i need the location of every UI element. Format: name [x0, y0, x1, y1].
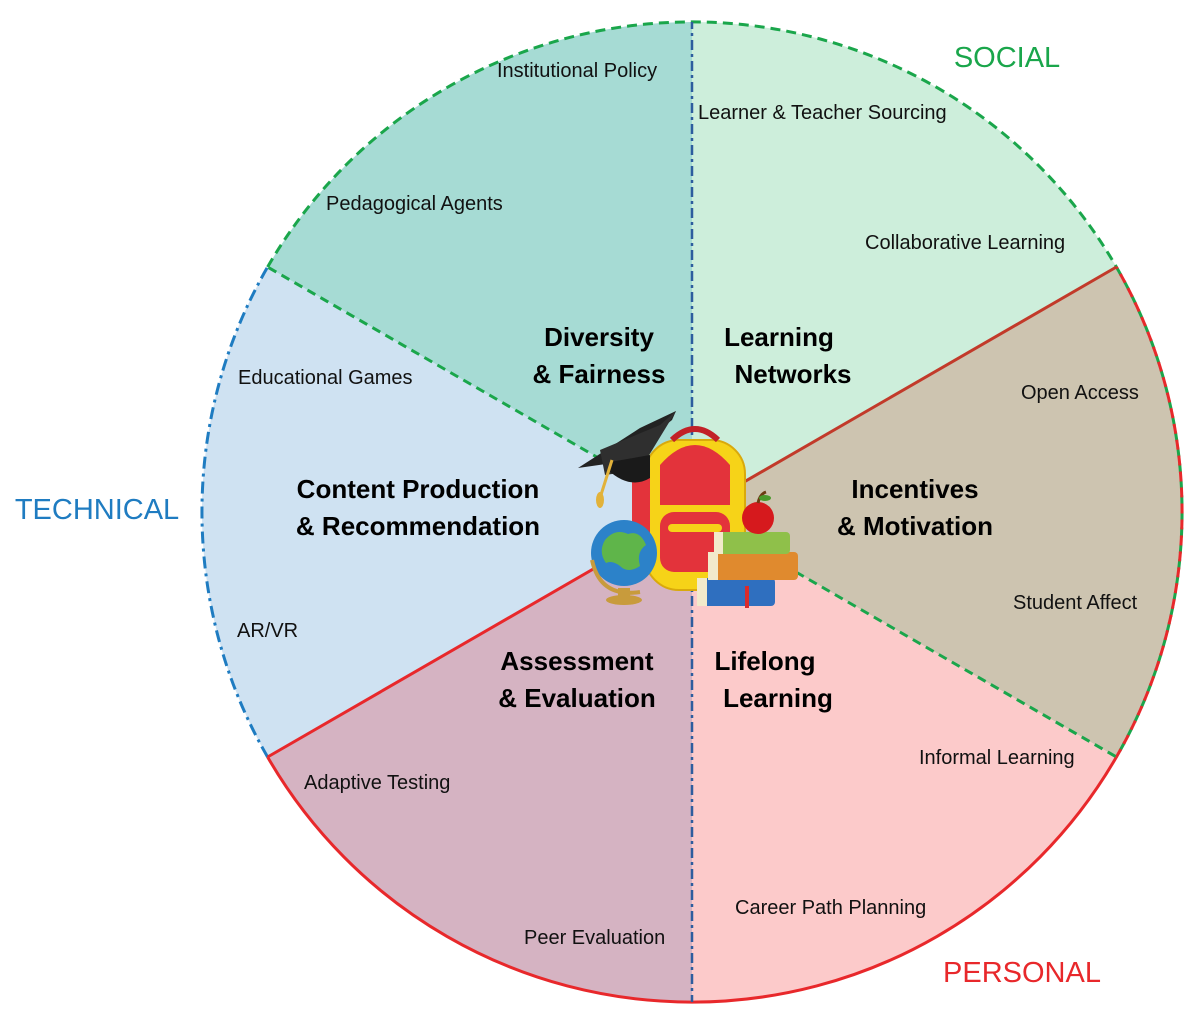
center-illustration — [578, 411, 798, 608]
subtopic-pedagogical-agents: Pedagogical Agents — [326, 193, 503, 215]
graduation-cap-icon — [578, 411, 676, 508]
backpack-icon — [632, 426, 746, 591]
title-lifelong-line2: Learning — [723, 683, 833, 713]
technical-boundary-arc — [200, 266, 269, 758]
title-incentives-line1: Incentives — [851, 474, 978, 504]
subtopic-adaptive-testing: Adaptive Testing — [304, 772, 450, 794]
sector-incentives-motivation — [692, 267, 1183, 757]
apple-icon — [742, 490, 774, 534]
subtopic-institutional-policy: Institutional Policy — [497, 60, 657, 82]
title-diversity-line1: Diversity — [544, 322, 654, 352]
subtopic-career-path-planning: Career Path Planning — [735, 897, 926, 919]
social-boundary-arc — [266, 20, 1118, 268]
subtopic-learner-teacher-sourcing: Learner & Teacher Sourcing — [698, 102, 947, 124]
subtopic-collaborative-learning: Collaborative Learning — [865, 232, 1065, 254]
sector-content-production — [201, 267, 692, 757]
sector-lifelong-learning — [692, 512, 1117, 1002]
title-learning-networks-line2: Networks — [734, 359, 851, 389]
subtopic-peer-evaluation: Peer Evaluation — [524, 927, 665, 949]
sector-diversity-fairness — [267, 21, 692, 512]
dimension-label-social: SOCIAL — [954, 42, 1060, 74]
divider-upper-right — [691, 265, 1118, 514]
books-icon — [697, 532, 798, 608]
dimension-label-personal: PERSONAL — [943, 957, 1101, 989]
title-content-line2: & Recommendation — [296, 511, 540, 541]
subtopic-ar-vr: AR/VR — [237, 620, 298, 642]
subtopic-open-access: Open Access — [1021, 382, 1139, 404]
title-assessment-line1: Assessment — [500, 646, 654, 676]
sector-learning-networks — [692, 21, 1117, 512]
subtopic-informal-learning: Informal Learning — [919, 747, 1075, 769]
dimension-label-technical: TECHNICAL — [15, 494, 179, 526]
personal-boundary-arc — [266, 756, 1118, 1004]
sector-assessment-evaluation — [267, 512, 692, 1002]
subtopic-educational-games: Educational Games — [238, 367, 413, 389]
incentives-boundary-arc-red — [1115, 266, 1184, 758]
globe-icon — [590, 520, 657, 605]
title-content-line1: Content Production — [297, 474, 540, 504]
title-lifelong-line1: Lifelong — [714, 646, 815, 676]
title-learning-networks-line1: Learning — [724, 322, 834, 352]
title-assessment-line2: & Evaluation — [498, 683, 655, 713]
title-diversity-line2: & Fairness — [533, 359, 666, 389]
title-incentives-line2: & Motivation — [837, 511, 993, 541]
subtopic-student-affect: Student Affect — [1013, 592, 1138, 614]
